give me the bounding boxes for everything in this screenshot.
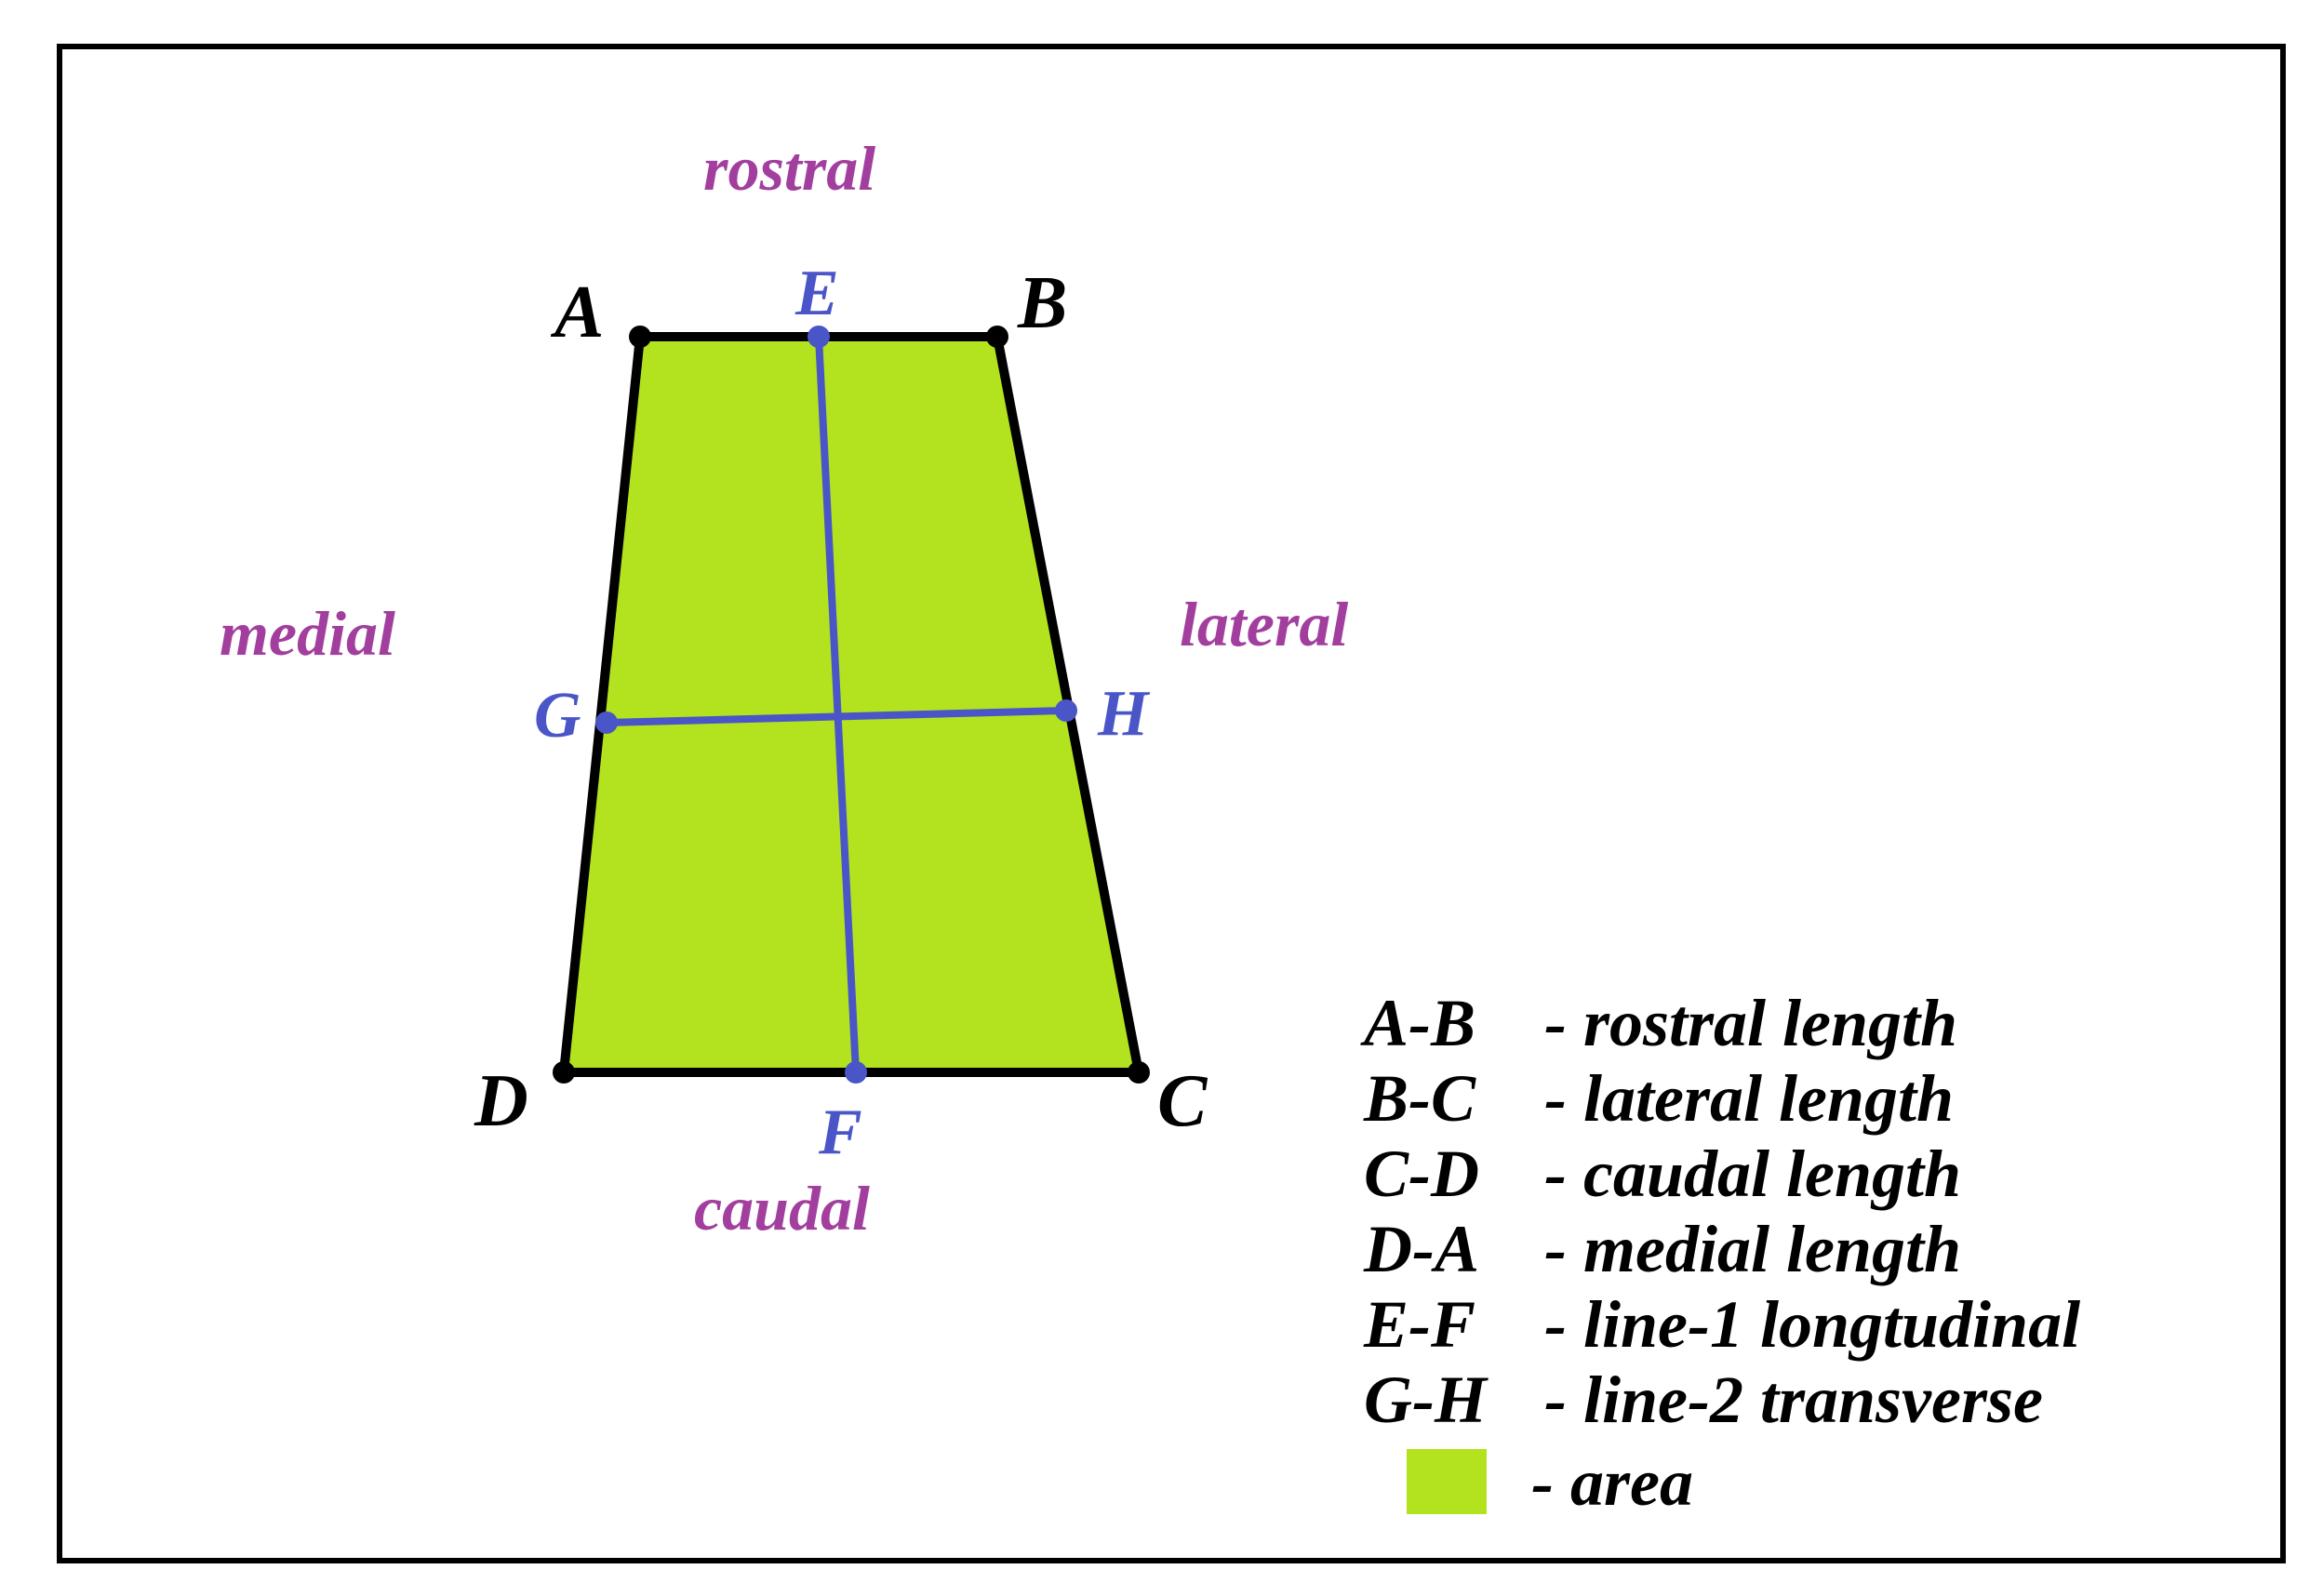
legend-desc-gh: - line-2 transverse [1544,1363,2043,1437]
legend-key-cd: C-D [1364,1137,1479,1211]
point-h-label: H [1097,678,1151,750]
point-g-dot [595,712,618,734]
point-f-dot [845,1061,867,1084]
legend-key-ef: E-F [1363,1287,1475,1362]
legend-area-swatch [1407,1449,1487,1514]
legend-key-da: D-A [1363,1212,1479,1286]
point-e-dot [808,326,830,348]
legend-area-label: - area [1531,1445,1693,1520]
vertex-b-dot [986,326,1008,348]
line-2-transverse-gh [606,707,1067,726]
direction-medial-label: medial [220,598,395,669]
vertex-a-label: A [550,272,604,353]
point-e-label: E [794,258,839,329]
legend-key-ab: A-B [1360,986,1475,1060]
legend: A-B - rostral length B-C - lateral lengt… [1360,986,2080,1520]
vertex-b-label: B [1017,262,1067,344]
legend-desc-da: - medial length [1544,1212,1961,1286]
vertex-d-dot [553,1061,575,1084]
direction-rostral-label: rostral [703,133,875,204]
vertex-c-label: C [1157,1060,1208,1142]
point-g-label: G [534,680,581,751]
vertex-a-dot [629,326,651,348]
line-1-longitudinal-ef [815,336,860,1073]
legend-desc-ab: - rostral length [1544,986,1957,1060]
point-h-dot [1055,699,1077,722]
legend-desc-ef: - line-1 longtudinal [1544,1287,2080,1362]
point-f-label: F [818,1097,862,1168]
legend-desc-bc: - lateral length [1544,1061,1954,1136]
legend-key-gh: G-H [1364,1363,1489,1437]
vertex-c-dot [1128,1061,1150,1084]
frame-border [57,44,2286,1563]
legend-desc-cd: - caudal length [1544,1137,1961,1211]
direction-caudal-label: caudal [694,1173,870,1244]
legend-key-bc: B-C [1363,1061,1476,1136]
direction-lateral-label: lateral [1180,589,1348,659]
vertex-d-label: D [474,1060,528,1142]
